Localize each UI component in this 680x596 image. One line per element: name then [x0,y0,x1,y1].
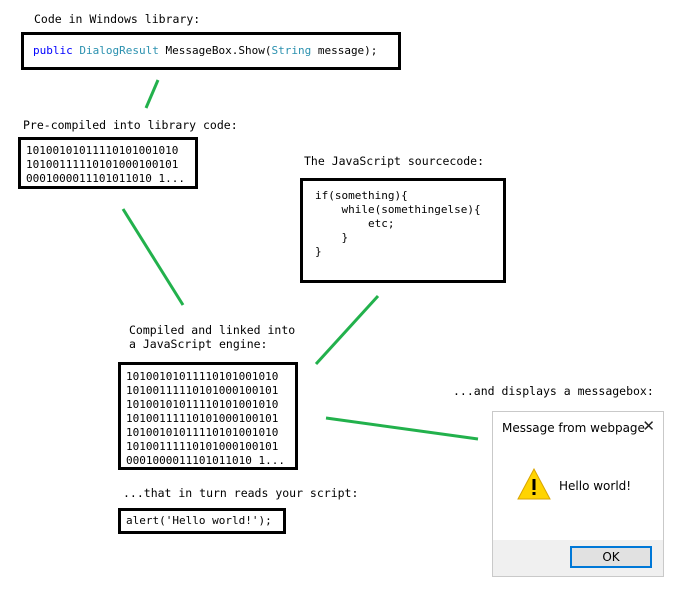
ok-button[interactable]: OK [570,546,652,568]
dialog-message: Hello world! [559,479,632,493]
method-signature: public DialogResult MessageBox.Show(Stri… [33,44,398,58]
connector-library-to-binary [144,79,160,109]
keyword-public: public [33,44,73,57]
warning-icon [517,468,551,500]
label-displays: ...and displays a messagebox: [453,384,654,398]
engine-binary-text: 10100101011110101001010 1010011111010100… [126,370,285,467]
script-code: alert('Hello world!'); [126,514,272,527]
param-rest: message); [311,44,378,57]
dialog-title: Message from webpage [502,421,645,435]
engine-binary-box: 10100101011110101001010 1010011111010100… [118,362,298,470]
js-source-code: if(something){ while(somethingelse){ etc… [315,189,481,258]
close-icon[interactable]: ✕ [642,417,655,435]
script-box: alert('Hello world!'); [118,508,286,534]
js-source-box: if(something){ while(somethingelse){ etc… [300,178,506,283]
connector-binary-to-engine [121,208,185,306]
connector-js-to-engine [314,294,380,366]
method-name: MessageBox.Show( [158,44,272,57]
dialog-footer: OK [493,540,663,576]
library-signature-box: public DialogResult MessageBox.Show(Stri… [21,32,401,70]
type-string: String [271,44,312,57]
label-precompiled: Pre-compiled into library code: [23,118,238,132]
label-js-source: The JavaScript sourcecode: [304,154,485,168]
label-library-code: Code in Windows library: [34,12,201,26]
library-binary-text: 10100101011110101001010 1010011111010100… [26,144,185,185]
message-dialog: Message from webpage ✕ Hello world! OK [492,411,664,577]
label-reads-script: ...that in turn reads your script: [123,486,359,500]
connector-engine-to-dialog [325,416,479,441]
label-compiled-linked: Compiled and linked into a JavaScript en… [129,323,296,351]
type-dialogresult: DialogResult [79,44,159,57]
library-binary-box: 10100101011110101001010 1010011111010100… [18,137,198,189]
